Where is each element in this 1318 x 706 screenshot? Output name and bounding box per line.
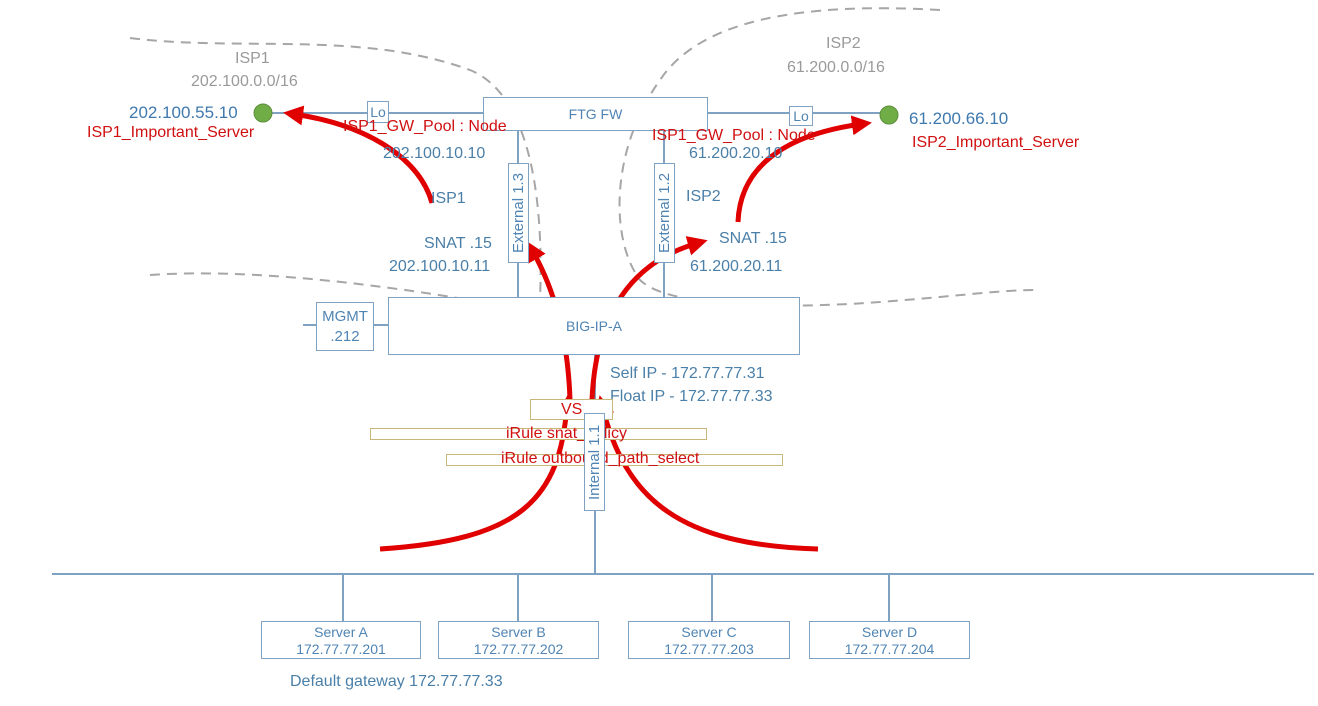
- isp2-snat-ip: 61.200.20.11: [690, 258, 783, 275]
- isp2-gw-ip: 61.200.20.10: [689, 145, 783, 162]
- mgmt-box: MGMT .212: [316, 302, 374, 351]
- arrow-snat-to-isp2-server: [735, 115, 872, 223]
- server-a-name: Server A: [314, 624, 368, 640]
- server-a-ip: 172.77.77.201: [296, 641, 386, 657]
- isp2-subnet: 61.200.0.0/16: [787, 59, 885, 76]
- irule-snat-label: iRule snat_policy: [506, 425, 627, 442]
- external-1-3-label: External 1.3: [508, 163, 529, 263]
- isp1-lo-box: Lo: [367, 101, 389, 123]
- isp1-snat-ip: 202.100.10.11: [389, 258, 491, 275]
- isp1-server-ip: 202.100.55.10: [129, 103, 238, 122]
- isp1-subnet: 202.100.0.0/16: [191, 73, 298, 90]
- isp2-boundary: [618, 7, 1036, 307]
- isp1-server-name: ISP1_Important_Server: [87, 124, 255, 141]
- isp1-gw-pool-label: ISP1_GW_Pool : Node: [343, 118, 507, 135]
- server-c-box: Server C 172.77.77.203: [628, 621, 790, 659]
- self-ip-label: Self IP - 172.77.77.31: [610, 365, 765, 382]
- isp1-server-node: [253, 103, 273, 123]
- isp1-link-label: ISP1: [431, 190, 466, 207]
- isp2-lo-box: Lo: [789, 106, 813, 126]
- server-a-box: Server A 172.77.77.201: [261, 621, 421, 659]
- mgmt-ip: .212: [330, 328, 360, 345]
- vs-label: VS: [561, 401, 583, 418]
- isp1-boundary-bottom: [149, 272, 541, 306]
- server-c-ip: 172.77.77.203: [664, 641, 754, 657]
- isp1-zone-label: ISP1: [235, 50, 270, 67]
- arrow-snat-to-isp1-server: [283, 105, 435, 204]
- server-d-ip: 172.77.77.204: [844, 641, 935, 657]
- default-gateway-label: Default gateway 172.77.77.33: [290, 673, 503, 690]
- server-c-name: Server C: [681, 624, 737, 640]
- isp2-server-node: [879, 105, 899, 125]
- irule-snat-box: [370, 428, 707, 440]
- isp2-gw-pool-label: ISP1_GW_Pool : Node: [652, 127, 816, 144]
- mgmt-label: MGMT: [322, 308, 368, 325]
- isp2-zone-label: ISP2: [826, 35, 861, 52]
- server-b-box: Server B 172.77.77.202: [438, 621, 599, 659]
- bigip-box: BIG-IP-A: [388, 297, 800, 355]
- isp2-server-ip: 61.200.66.10: [909, 109, 1009, 128]
- server-d-name: Server D: [861, 624, 918, 640]
- isp1-snat-label: SNAT .15: [424, 235, 492, 252]
- firewall-box: FTG FW: [483, 97, 708, 131]
- server-d-box: Server D 172.77.77.204: [809, 621, 970, 659]
- external-1-2-label: External 1.2: [654, 163, 675, 263]
- arrow-flow-to-isp2: [594, 395, 819, 552]
- isp1-gw-ip: 202.100.10.10: [383, 145, 486, 162]
- irule-outbound-box: [446, 454, 783, 466]
- server-b-name: Server B: [491, 624, 546, 640]
- isp2-link-label: ISP2: [686, 188, 721, 205]
- server-b-ip: 172.77.77.202: [473, 641, 564, 657]
- isp1-boundary-top: [129, 37, 542, 301]
- isp2-snat-label: SNAT .15: [719, 230, 787, 247]
- float-ip-label: Float IP - 172.77.77.33: [610, 388, 773, 405]
- isp2-server-name: ISP2_Important_Server: [912, 134, 1080, 151]
- internal-1-1-label: Internal 1.1: [584, 413, 605, 511]
